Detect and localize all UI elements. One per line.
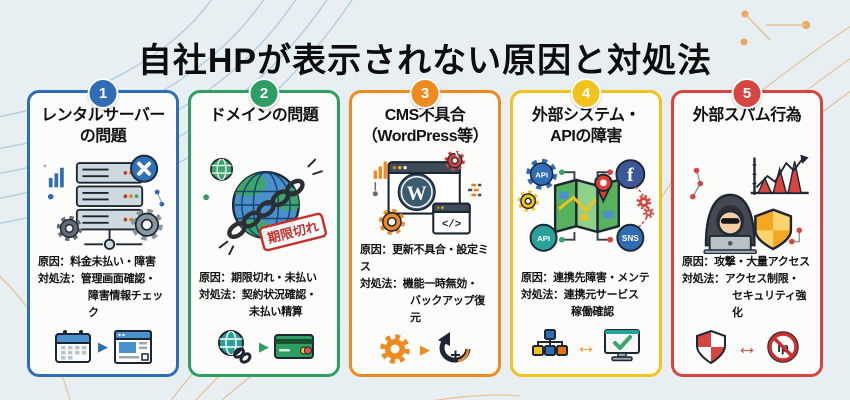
cause-line: 原因：更新不具合・設定ミス [360,243,489,274]
svg-text:API: API [537,234,550,243]
gear-icon [378,209,405,236]
svg-text:API: API [535,171,548,180]
card-title: 外部システム・APIの障害 [531,107,641,146]
action-icons: ↔ [530,324,642,368]
card-cms: 3 CMS不具合（WordPress等） W [349,78,501,377]
action-icons: ▶ [214,324,314,368]
cause-line: 原因：期限切れ・未払い [199,271,317,284]
cause-solution-text: 原因：期限切れ・未払い 対処法：契約状況確認・ 未払い精算 [194,270,334,321]
chain-icon [227,178,305,239]
card-title: CMS不具合（WordPress等） [361,107,489,146]
small-gears-icon [636,194,655,219]
page-title: 自社HPが表示されない原因と対処法 [137,41,713,80]
card-title: ドメインの問題 [209,107,319,124]
error-x-icon [130,154,159,183]
connector-lines [562,171,610,241]
svg-text:SNS: SNS [622,234,639,243]
cause-line: 原因：攻撃・大量アクセス [682,256,810,269]
cms-error-illustration: W </> [372,150,482,236]
solution-line2: 障害情報チェック [88,290,163,320]
sns-circle-icon: SNS [616,223,645,252]
solution-line2: セキュリティ強化 [732,290,807,320]
svg-text:f: f [627,165,634,186]
arrow-both-icon: ↔ [736,333,758,359]
solution-line2: 稼働確認 [571,305,614,318]
undo-restore-icon [438,332,471,363]
card-domain: 2 ドメインの問題 [188,78,340,377]
sitemap-icon [532,329,568,356]
solution-line2: バックアップ復元 [410,295,485,325]
number-badge: 3 [409,78,441,109]
solution-line: 対処法：契約状況確認・ [199,288,317,301]
number-badge: 4 [570,78,602,109]
api-circle-icon: API [529,223,558,252]
bar-chart-icon [43,163,64,200]
action-icons: ▶ [375,330,475,368]
credit-card-icon [274,334,314,359]
solution-line: 対処法：管理画面確認・ [38,273,156,286]
laptop-icon [703,234,758,254]
action-icons: ▶ [53,325,153,368]
card-rental-server: 1 レンタルサーバーの問題 [27,78,179,377]
solution-line: 対処法：機能一時無効・ [360,278,478,291]
number-badge: 2 [248,78,280,109]
cause-line: 原因：料金未払い・障害 [38,256,156,269]
server-error-illustration [43,154,165,250]
arrow-right-icon: ▶ [98,339,108,355]
cause-solution-text: 原因：更新不具合・設定ミス 対処法：機能一時無効・ バックアップ復元 [355,242,495,327]
map-pin-icon [594,173,613,204]
shield-icon [754,208,793,250]
dots-decoration-right [789,227,803,244]
domain-expired-illustration: 期限切れ [203,157,327,256]
blocked-ip-icon: ip [767,330,799,363]
facebook-icon: f [615,159,646,190]
cause-solution-text: 原因：攻撃・大量アクセス 対処法：アクセス制限・ セキュリティ強化 [677,254,817,322]
solution-line2: 未払い精算 [249,305,303,318]
dashes-decoration [468,184,482,197]
bar-chart-icon [372,161,387,197]
small-globe-icon [210,157,234,181]
arrow-right-icon: ▶ [420,341,430,357]
number-badge: 1 [87,78,119,109]
arrow-right-icon: ▶ [259,338,269,354]
cause-line: 原因：連携先障害・メンテ [521,271,650,284]
cause-solution-text: 原因：料金未払い・障害 対処法：管理画面確認・ 障害情報チェック [33,254,173,322]
globe-chain-icon [218,330,252,364]
shield-icon [696,329,726,364]
hacker-icon [704,193,756,247]
svg-text:W: W [407,183,427,205]
calendar-icon [55,329,91,363]
api-integration-illustration: API API f SNS [517,158,655,252]
card-external-api: 4 外部システム・APIの障害 [510,78,662,377]
card-title: 外部スパム行為 [692,107,802,124]
number-badge: 5 [731,78,763,109]
wordpress-logo: W [397,173,436,212]
card-spam: 5 外部スパム行為 [671,78,823,377]
code-window-icon: </> [432,202,471,235]
gear-icon [131,208,163,241]
gear-icon [380,334,410,364]
solution-line: 対処法：アクセス制限・ [682,273,800,286]
arrow-both-icon: ↔ [575,333,597,358]
monitor-check-icon [604,329,640,362]
gear-icon [517,190,539,212]
dots-decoration-left [690,167,704,200]
gear-icon [56,215,82,241]
solution-line: 対処法：連携元サービス [521,288,639,301]
cards-row: 1 レンタルサーバーの問題 [27,78,823,377]
spike-chart-icon [750,154,809,195]
card-title: レンタルサーバーの問題 [41,107,165,146]
broken-gear-icon [444,150,465,171]
api-gear-icon: API [526,158,558,190]
browser-page-icon [114,329,152,364]
action-icons: ↔ ip [691,325,803,368]
cause-solution-text: 原因：連携先障害・メンテ 対処法：連携元サービス 稼働確認 [516,270,656,321]
svg-text:</>: </> [442,219,461,231]
hacker-attack-illustration [690,154,809,254]
